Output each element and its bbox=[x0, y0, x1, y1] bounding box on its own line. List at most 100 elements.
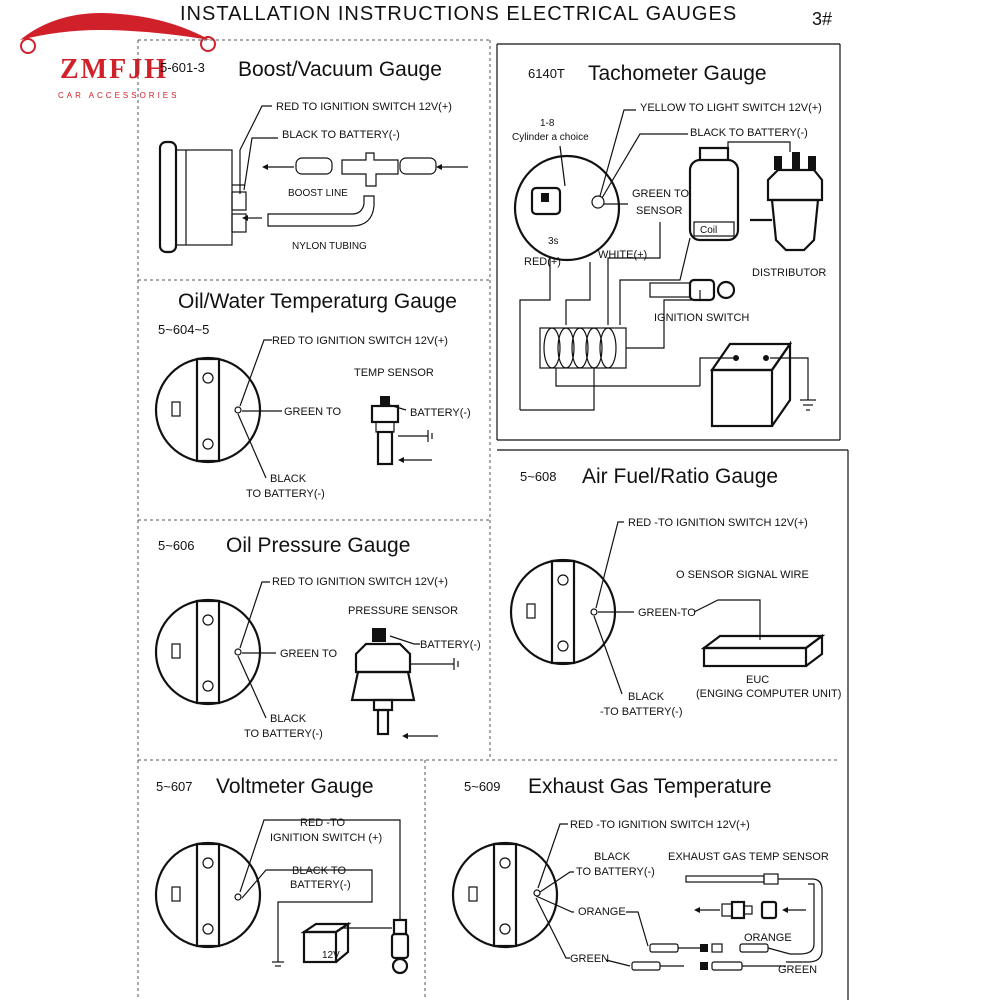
afr-green-wire-label: GREEN-TO bbox=[638, 607, 696, 619]
egt-green-wire-label: GREEN bbox=[570, 953, 609, 965]
afr-black-wire-label-2: -TO BATTERY(-) bbox=[600, 706, 683, 718]
volt-red-wire-label-2: IGNITION SWITCH (+) bbox=[270, 832, 382, 844]
temp-model-code: 5~604~5 bbox=[158, 322, 209, 337]
afr-euc-label: EUC bbox=[746, 674, 769, 686]
tach-green-wire-label-2: SENSOR bbox=[636, 205, 683, 217]
egt-sensor-label: EXHAUST GAS TEMP SENSOR bbox=[668, 851, 829, 863]
afr-model-code: 5~608 bbox=[520, 469, 557, 484]
ground-symbol-icon bbox=[800, 399, 816, 411]
afr-black-wire-label-1: BLACK bbox=[628, 691, 665, 703]
sheet-title: INSTALLATION INSTRUCTIONS ELECTRICAL GAU… bbox=[180, 3, 737, 25]
oil-battery-label: BATTERY(-) bbox=[420, 639, 481, 651]
oil-red-wire-label: RED TO IGNITION SWITCH 12V(+) bbox=[272, 576, 448, 588]
oil-black-wire-label-1: BLACK bbox=[270, 713, 307, 725]
volt-black-wire-label-1: BLACK TO bbox=[292, 865, 346, 877]
afr-euc-desc: (ENGING COMPUTER UNIT) bbox=[696, 688, 841, 700]
egt-gauge-face-icon bbox=[451, 841, 559, 949]
tach-dial-mark: 3s bbox=[548, 236, 559, 247]
afr-title: Air Fuel/Ratio Gauge bbox=[582, 465, 778, 488]
nylon-tubing-label: NYLON TUBING bbox=[292, 241, 367, 252]
egt-orange-wire-label: ORANGE bbox=[578, 906, 626, 918]
temp-battery-label: BATTERY(-) bbox=[410, 407, 471, 419]
oil-gauge-face-icon bbox=[154, 598, 262, 706]
volt-title: Voltmeter Gauge bbox=[216, 775, 374, 798]
nylon-tubing-icon bbox=[242, 195, 375, 227]
tach-black-wire-label: BLACK TO BATTERY(-) bbox=[690, 127, 808, 139]
temp-black-wire-label-1: BLACK bbox=[270, 473, 307, 485]
boost-line-fitting-icon bbox=[262, 152, 468, 187]
afr-signal-wire-label: O SENSOR SIGNAL WIRE bbox=[676, 569, 809, 581]
boost-line-label: BOOST LINE bbox=[288, 188, 348, 199]
boost-vacuum-section: 5-601-3 Boost/Vacuum Gauge RED TO IGNITI… bbox=[158, 58, 468, 254]
section-frames bbox=[137, 39, 849, 1000]
ignition-switch-label: IGNITION SWITCH bbox=[654, 312, 749, 324]
oil-model-code: 5~606 bbox=[158, 538, 195, 553]
boost-red-wire-label: RED TO IGNITION SWITCH 12V(+) bbox=[276, 101, 452, 113]
afr-red-wire-label: RED -TO IGNITION SWITCH 12V(+) bbox=[628, 517, 808, 529]
egt-title: Exhaust Gas Temperature bbox=[528, 775, 772, 798]
egt-probe-icon bbox=[685, 873, 823, 963]
battery-icon: 12V bbox=[300, 921, 352, 964]
egt-black-wire-label-2: TO BATTERY(-) bbox=[576, 866, 655, 878]
brand-tagline: CAR ACCESSORIES bbox=[58, 91, 179, 100]
gear-icon bbox=[200, 36, 216, 52]
page-number: 3# bbox=[812, 9, 832, 29]
egt-section: 5~609 Exhaust Gas Temperature RED -TO IG… bbox=[451, 775, 829, 976]
ground-symbol-icon bbox=[272, 961, 284, 967]
gear-icon bbox=[20, 38, 36, 54]
volt-model-code: 5~607 bbox=[156, 779, 193, 794]
tach-cylinder-choice: Cylinder a choice bbox=[512, 132, 589, 143]
brand-name: ZMFJH bbox=[60, 54, 168, 85]
oil-pressure-section: 5~606 Oil Pressure Gauge RED TO IGNITION… bbox=[154, 534, 481, 740]
boost-model-code: 5-601-3 bbox=[160, 60, 205, 75]
volt-black-wire-label-2: BATTERY(-) bbox=[290, 879, 351, 891]
tachometer-section: 6140T Tachometer Gauge 1-8 Cylinder a ch… bbox=[512, 62, 826, 428]
brand-logo: ZMFJH CAR ACCESSORIES bbox=[20, 13, 216, 100]
volt-gauge-face-icon bbox=[154, 841, 262, 949]
egt-connectors-icon bbox=[631, 943, 786, 971]
egt-green-probe-label: GREEN bbox=[778, 964, 817, 976]
boost-gauge-body-icon bbox=[158, 140, 247, 254]
tach-red-wire-label: RED(+) bbox=[524, 256, 561, 268]
tach-green-wire-label-1: GREEN TO bbox=[632, 188, 689, 200]
ground-symbol-icon bbox=[427, 430, 433, 442]
temp-gauge-face-icon bbox=[154, 356, 262, 464]
volt-battery-label: 12V bbox=[322, 950, 340, 961]
tach-white-wire-label: WHITE(+) bbox=[598, 249, 647, 261]
ignition-switch-icon bbox=[649, 278, 736, 302]
egt-model-code: 5~609 bbox=[464, 779, 501, 794]
egt-black-wire-label-1: BLACK bbox=[594, 851, 631, 863]
boost-black-wire-label: BLACK TO BATTERY(-) bbox=[282, 129, 400, 141]
coil-label: Coil bbox=[700, 225, 717, 236]
egt-red-wire-label: RED -TO IGNITION SWITCH 12V(+) bbox=[570, 819, 750, 831]
tach-yellow-wire-label: YELLOW TO LIGHT SWITCH 12V(+) bbox=[640, 102, 822, 114]
temp-red-wire-label: RED TO IGNITION SWITCH 12V(+) bbox=[272, 335, 448, 347]
volt-red-wire-label-1: RED -TO bbox=[300, 817, 345, 829]
temp-sensor-icon bbox=[370, 396, 400, 466]
wire-harness-coil-icon bbox=[539, 327, 627, 369]
oil-title: Oil Pressure Gauge bbox=[226, 534, 410, 557]
temp-title: Oil/Water Temperaturg Gauge bbox=[178, 290, 457, 313]
tach-cylinder-range: 1-8 bbox=[540, 118, 555, 129]
ignition-switch-icon bbox=[390, 918, 410, 975]
oil-black-wire-label-2: TO BATTERY(-) bbox=[244, 728, 323, 740]
voltmeter-section: 5~607 Voltmeter Gauge RED -TO IGNITION S… bbox=[154, 775, 410, 975]
temperature-section: Oil/Water Temperaturg Gauge 5~604~5 RED … bbox=[154, 290, 471, 500]
oil-sensor-label: PRESSURE SENSOR bbox=[348, 605, 458, 617]
air-fuel-ratio-section: 5~608 Air Fuel/Ratio Gauge RED -TO IGNIT… bbox=[509, 465, 841, 718]
pressure-sensor-icon bbox=[350, 628, 416, 736]
tach-title: Tachometer Gauge bbox=[588, 62, 767, 85]
egt-fittings-icon bbox=[694, 900, 806, 920]
tach-gauge-face-icon: 3s bbox=[513, 154, 621, 262]
egt-orange-probe-label: ORANGE bbox=[744, 932, 792, 944]
boost-title: Boost/Vacuum Gauge bbox=[238, 58, 442, 81]
ignition-coil-icon: Coil bbox=[688, 146, 740, 242]
battery-icon bbox=[709, 340, 793, 428]
car-silhouette-icon bbox=[20, 13, 210, 40]
oil-green-wire-label: GREEN TO bbox=[280, 648, 337, 660]
distributor-icon bbox=[750, 152, 824, 252]
distributor-label: DISTRIBUTOR bbox=[752, 267, 826, 279]
ground-symbol-icon bbox=[453, 658, 459, 670]
temp-black-wire-label-2: TO BATTERY(-) bbox=[246, 488, 325, 500]
